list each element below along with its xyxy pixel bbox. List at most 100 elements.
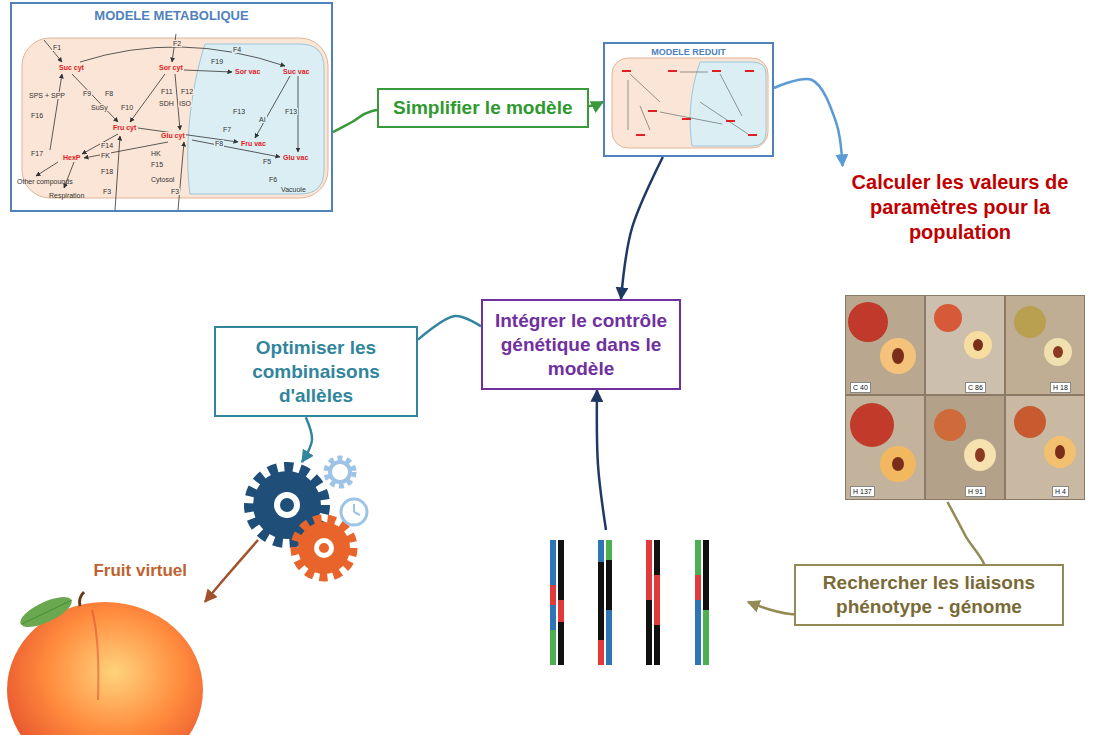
pathway-line (628, 80, 629, 130)
photo-panel (846, 396, 924, 499)
chromosome-band (558, 622, 564, 665)
peach-half (964, 439, 996, 471)
metabolite-mark (712, 70, 721, 72)
result-text: Fruit virtuel (10, 558, 205, 733)
photo-panel (926, 296, 1004, 394)
flux-label: AI (258, 116, 267, 123)
pathway-line (660, 112, 722, 124)
peach-whole (934, 304, 962, 332)
peach-whole (850, 403, 894, 447)
photo-panel (846, 296, 924, 394)
flux-label: F10 (120, 104, 134, 111)
chromosome-band (606, 560, 612, 610)
flux-label: F1 (52, 44, 62, 51)
photo-tag: H 137 (850, 486, 875, 497)
chromosome-band (598, 540, 604, 562)
metabolite-label: Sor cyt (158, 64, 184, 71)
flow-connector (621, 157, 663, 299)
gear-hub (280, 498, 294, 512)
pathway-arrow (84, 142, 168, 158)
flux-label: F19 (210, 58, 224, 65)
pathway-arrow (36, 162, 58, 176)
connector-path (597, 390, 606, 530)
metabolite-label: Glu vac (282, 154, 309, 161)
photo-tag: H 91 (965, 486, 986, 497)
chromosome-band (606, 610, 612, 665)
metabolite-marks (622, 70, 757, 136)
metabolite-mark (745, 70, 754, 72)
reduced-network (612, 58, 768, 148)
connector-path (774, 79, 843, 166)
chromosome-band (558, 600, 564, 622)
step-label-box: Rechercher les liaisons phénotype - géno… (794, 564, 1064, 626)
metabolite-label: Fru vac (240, 140, 267, 147)
flux-label: F12 (180, 88, 194, 95)
chromosome-band (646, 540, 652, 600)
chromosome-band (598, 640, 604, 665)
flux-label: F13 (284, 108, 298, 115)
pathway-arrow (44, 40, 62, 62)
flux-label: SuSy (90, 104, 109, 111)
gear-hole (314, 538, 334, 558)
flow-connector (418, 316, 481, 340)
gear-teeth (295, 519, 353, 577)
peach-icon (7, 591, 203, 735)
node-text: Intégrer le contrôle génétique dans le m… (491, 309, 671, 380)
vacuole-region (188, 44, 324, 194)
connector-path (621, 157, 663, 299)
chromosome-band (654, 575, 660, 625)
vacuole-region (690, 62, 766, 146)
chromosome-band (695, 600, 701, 665)
flux-label: ISO (178, 100, 192, 107)
node-text: Calculer les valeurs de paramètres pour … (840, 170, 1080, 245)
node-text: Fruit virtuel (10, 560, 187, 581)
metabolite-mark (682, 118, 691, 120)
chromosome-band (703, 610, 709, 665)
flux-label: F2 (172, 40, 182, 47)
chromosome-band (654, 625, 660, 665)
flux-label: F18 (100, 168, 114, 175)
chromosome-band (550, 540, 556, 585)
chromosome-band (695, 540, 701, 575)
flux-label: F9 (82, 90, 92, 97)
flux-label: F14 (100, 142, 114, 149)
connector-path (302, 417, 312, 462)
pathway-lines (628, 72, 748, 134)
pathway-arrow (50, 74, 62, 150)
chromosome-band (598, 562, 604, 640)
peach-leaf (16, 591, 75, 633)
peach-half (1044, 338, 1072, 366)
peach-stem (80, 592, 85, 606)
pathway-line (640, 106, 650, 130)
flux-label: F3 (170, 188, 180, 195)
gear-body (298, 522, 350, 574)
pathway-arrow (178, 142, 184, 210)
gear-hub (319, 543, 329, 553)
pathway-arrows (36, 34, 298, 210)
metabolite-mark (622, 70, 631, 72)
pathway-arrow (192, 140, 280, 157)
peach-photo (845, 295, 1085, 500)
flux-label: F15 (150, 161, 164, 168)
peach-stone (1055, 445, 1065, 459)
flux-label: F17 (30, 150, 44, 157)
clock-hands (354, 504, 360, 515)
pathway-arrow (130, 74, 165, 122)
flux-label: HK (150, 150, 162, 157)
metabolite-mark (748, 134, 757, 136)
chromosome-band (550, 585, 556, 605)
cytosol-region (22, 38, 328, 198)
peach-stone (892, 348, 904, 364)
photo-tag: H 4 (1052, 486, 1069, 497)
pathway-arrow (115, 136, 120, 210)
pathway-arrow (72, 74, 118, 122)
chromosome-band (654, 540, 660, 575)
step-text: Calculer les valeurs de paramètres pour … (835, 166, 1085, 502)
step-box: Optimiser les combinaisons d'allèles (214, 326, 418, 417)
peach-crease (92, 610, 98, 700)
photo-tag: H 18 (1050, 382, 1071, 393)
chromosome-band (558, 540, 564, 600)
peach-whole (848, 302, 888, 342)
gear-body (330, 462, 350, 482)
connector-path (205, 540, 258, 602)
